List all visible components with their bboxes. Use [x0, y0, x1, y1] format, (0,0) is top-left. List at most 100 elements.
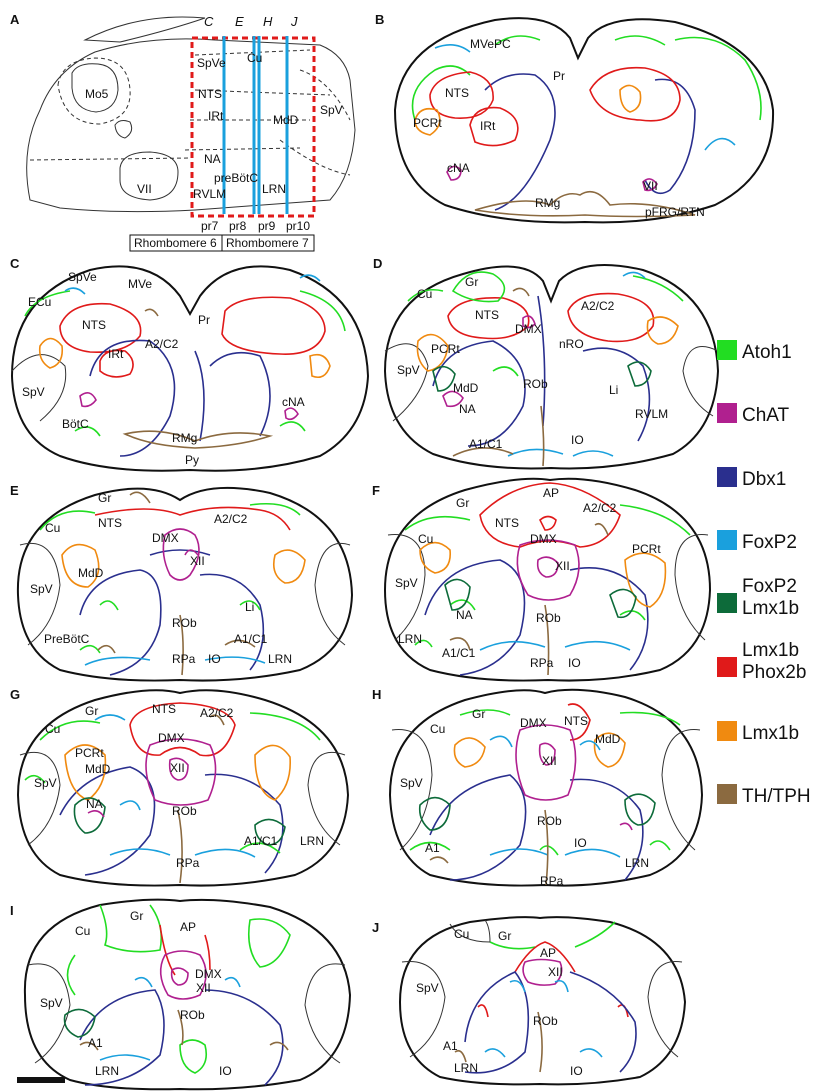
region-label: RPa — [176, 856, 200, 870]
legend-item-atoh1: Atoh1 — [717, 340, 792, 363]
foxp2-lmx1b-contours — [73, 797, 286, 846]
region-label: Cu — [417, 287, 432, 301]
label-spve: SpVe — [197, 56, 226, 70]
panel-h: H Cu Gr DMX NTS MdD XII SpV ROb A1 IO LR… — [372, 687, 704, 888]
region-label: Cu — [45, 521, 60, 535]
spv-boundary — [19, 751, 346, 846]
section-outline — [10, 265, 370, 472]
rhombomere-7-box — [221, 234, 315, 252]
region-label: A1/C1 — [469, 437, 503, 451]
chat-contours — [515, 724, 633, 831]
probe-label-pr8: pr8 — [229, 219, 247, 233]
legend-label: ChAT — [742, 405, 790, 426]
legend-swatch — [717, 593, 737, 613]
nucleus-boundaries — [29, 49, 331, 161]
section-letter-j: J — [290, 14, 298, 29]
probe-label-pr7: pr7 — [201, 219, 219, 233]
lmx1b-phox2b-contours — [567, 703, 591, 741]
region-label: Cu — [454, 927, 469, 941]
panel-b: B MVePC Pr NTS PCRt IRt cNA RMg VII pFRG… — [375, 12, 775, 224]
region-label: Gr — [498, 929, 511, 943]
region-label: A2/C2 — [145, 337, 179, 351]
label-vii: VII — [137, 182, 152, 196]
legend-swatch — [717, 784, 737, 804]
legend-swatch — [717, 467, 737, 487]
legend-swatch — [717, 721, 737, 741]
panel-g: G Gr NTS A2/C2 Cu DMX PCRt MdD XII SpV N… — [10, 687, 350, 887]
brainstem-outline — [26, 38, 356, 213]
region-label: A1/C1 — [244, 834, 278, 848]
chat-contours — [522, 958, 563, 986]
scale-bar — [17, 1077, 65, 1083]
atoh1-contours — [66, 904, 291, 1074]
legend-label: Dbx1 — [742, 469, 786, 490]
region-label: SpV — [397, 363, 420, 377]
region-label: Pr — [198, 313, 210, 327]
legend-swatch — [717, 657, 737, 677]
region-label: NA — [459, 402, 476, 416]
panel-letter: F — [372, 483, 380, 498]
th-tph-contours — [429, 809, 549, 886]
legend-label: Lmx1b — [742, 723, 799, 744]
panel-d: D Cu Gr NTS A2/C2 DMX PCRt nRO SpV MdD N… — [373, 256, 720, 470]
region-label: Cu — [75, 924, 90, 938]
dbx1-contours — [484, 73, 696, 211]
region-label: VII — [643, 179, 658, 193]
region-label: LRN — [300, 834, 324, 848]
panel-j: J Cu Gr AP XII SpV ROb A1 LRN IO — [372, 916, 687, 1086]
region-label: Li — [609, 383, 618, 397]
region-label: A1 — [443, 1039, 458, 1053]
region-label: MVe — [128, 277, 152, 291]
panel-letter: J — [372, 920, 379, 935]
foxp2-contours — [434, 44, 736, 151]
region-label: LRN — [398, 632, 422, 646]
region-label: ECu — [28, 295, 51, 309]
region-label: Gr — [98, 491, 111, 505]
region-label: RVLM — [635, 407, 668, 421]
panel-e: E Gr Cu NTS A2/C2 DMX XII MdD SpV Li ROb… — [10, 483, 354, 682]
label-mdd: MdD — [273, 113, 299, 127]
legend-label: Lmx1b — [742, 640, 799, 661]
foxp2-contours — [479, 640, 631, 651]
foxp2-lmx1b-contours — [63, 1008, 96, 1038]
atoh1-contours — [411, 35, 762, 121]
region-label: IRt — [480, 119, 496, 133]
region-label: SpV — [40, 996, 63, 1010]
probe-label-pr9: pr9 — [258, 219, 276, 233]
th-tph-contours — [177, 714, 225, 884]
label-prebotc: preBötC — [214, 171, 258, 185]
region-label: DMX — [520, 716, 547, 730]
th-tph-contours — [79, 1009, 289, 1051]
region-label: A2/C2 — [200, 706, 234, 720]
region-label: IO — [208, 652, 221, 666]
legend-label: FoxP2 — [742, 576, 797, 597]
lmx1b-contours — [453, 732, 626, 768]
region-label: SpVe — [68, 270, 97, 284]
label-cu: Cu — [247, 51, 262, 65]
region-label: IRt — [108, 347, 124, 361]
legend-label: TH/TPH — [742, 786, 811, 807]
lmx1b-phox2b-contours — [129, 702, 236, 757]
section-outline — [16, 486, 354, 682]
region-label: XII — [190, 554, 205, 568]
region-label: A1/C1 — [234, 632, 268, 646]
foxp2-contours — [489, 735, 621, 858]
region-label: NTS — [445, 86, 469, 100]
region-label: SpV — [416, 981, 439, 995]
chat-contours — [162, 528, 200, 581]
lmx1b-contours — [414, 84, 642, 136]
region-label: SpV — [395, 576, 418, 590]
mo5-region — [57, 57, 131, 125]
th-tph-contours — [122, 308, 274, 449]
region-label: LRN — [95, 1064, 119, 1078]
region-label: MdD — [85, 762, 111, 776]
dbx1-contours — [432, 295, 651, 447]
atoh1-contours — [407, 271, 684, 377]
atoh1-contours — [39, 502, 301, 654]
region-label: nRO — [559, 337, 584, 351]
lmx1b-contours — [64, 744, 292, 801]
foxp2-contours — [84, 656, 266, 666]
dbx1-contours — [59, 766, 284, 876]
legend-label: Phox2b — [742, 662, 806, 683]
panel-f: F AP Gr NTS A2/C2 DMX Cu XII PCRt SpV NA… — [372, 477, 712, 682]
